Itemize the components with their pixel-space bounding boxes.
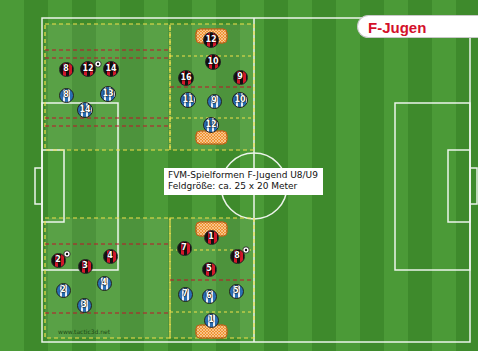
- red-player: 14: [103, 61, 119, 77]
- shirt-number: 16: [180, 74, 191, 82]
- shirt-number: 7: [182, 290, 188, 298]
- age-group-tab: F-Jugen: [357, 15, 478, 38]
- shirt-number: 14: [79, 106, 90, 114]
- shirt-number: 10: [207, 58, 218, 66]
- shirt-number: 13: [102, 90, 113, 98]
- shirt-number: 3: [81, 301, 87, 309]
- red-player: 10: [205, 54, 221, 70]
- blue-player: 3: [77, 298, 92, 313]
- watermark: www.tactic3d.net: [58, 328, 110, 335]
- blue-player: 9: [207, 94, 222, 109]
- shirt-number: 1: [208, 316, 214, 324]
- shirt-number: 6: [206, 292, 212, 300]
- shirt-number: 12: [205, 36, 216, 44]
- red-player: 8: [230, 249, 245, 264]
- shirt-number: 12: [205, 121, 216, 129]
- blue-player: 6: [202, 289, 217, 304]
- blue-player: 7: [178, 287, 193, 302]
- shirt-number: 5: [233, 287, 239, 295]
- shirt-number: 3: [82, 262, 88, 270]
- blue-player: 5: [229, 284, 244, 299]
- red-player: 12: [203, 32, 219, 48]
- shirt-number: 1: [208, 233, 214, 241]
- info-text: FVM-Spielformen F-Jugend U8/U9: [168, 170, 319, 181]
- shirt-number: 8: [63, 91, 69, 99]
- red-player: 12: [80, 61, 96, 77]
- shirt-number: 4: [101, 279, 107, 287]
- shirt-number: 14: [105, 65, 116, 73]
- blue-player: 10: [232, 92, 248, 108]
- blue-player: 1: [204, 313, 219, 328]
- red-player: 5: [202, 262, 217, 277]
- shirt-number: 9: [211, 97, 217, 105]
- red-player: 8: [59, 62, 74, 77]
- red-player: 16: [178, 70, 194, 86]
- blue-player: 11: [180, 92, 196, 108]
- shirt-number: 2: [60, 286, 66, 294]
- red-player: 7: [177, 241, 192, 256]
- info-box: FVM-Spielformen F-Jugend U8/U9Feldgröße:…: [164, 168, 323, 195]
- red-player: 9: [233, 70, 248, 85]
- info-text: Feldgröße: ca. 25 x 20 Meter: [168, 181, 319, 192]
- shirt-number: 7: [181, 244, 187, 252]
- shirt-number: 9: [237, 73, 243, 81]
- red-player: 2: [51, 253, 66, 268]
- blue-player: 2: [56, 283, 71, 298]
- red-player: 1: [204, 230, 219, 245]
- tab-title: F-Jugen: [368, 19, 478, 36]
- blue-player: 8: [59, 88, 74, 103]
- red-player: 4: [103, 249, 118, 264]
- blue-player: 4: [97, 276, 112, 291]
- shirt-number: 4: [107, 252, 113, 260]
- shirt-number: 8: [234, 252, 240, 260]
- shirt-number: 10: [234, 96, 245, 104]
- shirt-number: 5: [206, 265, 212, 273]
- shirt-number: 8: [63, 65, 69, 73]
- shirt-number: 2: [55, 256, 61, 264]
- blue-player: 13: [100, 86, 116, 102]
- red-player: 3: [78, 259, 93, 274]
- blue-player: 12: [203, 117, 219, 133]
- blue-player: 14: [77, 102, 93, 118]
- shirt-number: 12: [82, 65, 93, 73]
- shirt-number: 11: [182, 96, 193, 104]
